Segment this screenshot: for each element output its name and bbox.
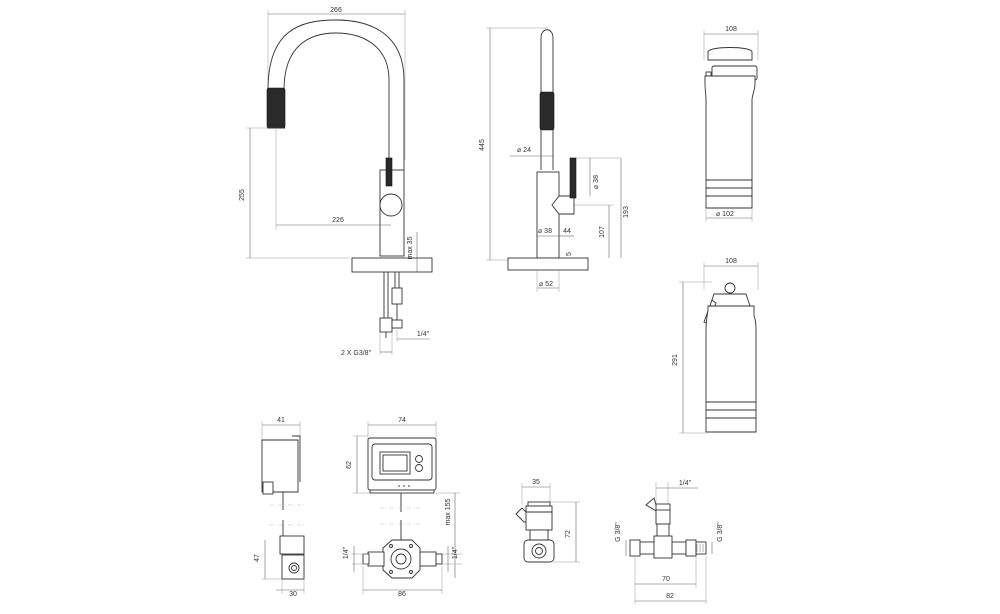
handle-dia-label: ⌀ 38 [593, 175, 600, 189]
tee-left-label: G 3/8" [615, 522, 622, 542]
faucet-front-view: 266 255 226 max 35 [239, 7, 433, 357]
base-dia-label: ⌀ 52 [539, 281, 553, 288]
filter-dia-label: ⌀ 102 [716, 211, 734, 218]
max-len-label: max 155 [445, 498, 452, 525]
control-box-front-view: 74 62 max 155 [343, 417, 462, 598]
faucet-reach-label: 226 [332, 217, 344, 224]
filter-top-width-label: 108 [725, 26, 737, 33]
faucet-width-label: 266 [330, 7, 342, 14]
faucet-height-label: 255 [239, 189, 246, 201]
faucet-side-view: 445 ⌀ 24 ⌀ 38 193 107 ⌀ 38 44 5 ⌀ 52 [479, 27, 630, 292]
box-front-height-label: 62 [346, 461, 353, 469]
side-grip [539, 91, 555, 131]
small-connection-label: 1/4" [417, 331, 430, 338]
offset-label: 44 [563, 228, 571, 235]
side-deck-plate [507, 257, 589, 271]
box-front-bottom-label: 86 [398, 591, 406, 598]
right-port-label: 1/4" [452, 546, 459, 559]
side-height-label: 445 [479, 139, 486, 151]
valve-view: 35 72 [515, 479, 580, 563]
h193-label: 193 [623, 206, 630, 218]
deck-plate [351, 257, 433, 273]
filter-bottom-width-label: 108 [725, 258, 737, 265]
filter-top-view: 108 ⌀ 102 [703, 26, 759, 222]
box-side-width-label: 41 [277, 417, 285, 424]
box-front-width-label: 74 [398, 417, 406, 424]
connections-label: 2 X G3/8" [341, 350, 372, 357]
tee-top-label: 1/4" [679, 480, 692, 487]
control-box-side-view: 41 47 30 [254, 417, 305, 598]
box-side-height-label: 47 [254, 554, 261, 562]
tee-outer-label: 82 [666, 593, 674, 600]
tee-inner-label: 70 [662, 576, 670, 583]
valve-height-label: 72 [565, 530, 572, 538]
base-thick-label: 5 [566, 252, 573, 256]
up-button [415, 455, 423, 463]
box-side-bottom-label: 30 [289, 591, 297, 598]
left-port-label: 1/4" [343, 546, 350, 559]
filter-side-view: 108 291 [672, 258, 759, 434]
valve-width-label: 35 [532, 479, 540, 486]
filter-height-label: 291 [672, 354, 679, 366]
spout-grip [266, 87, 286, 129]
display-screen [379, 451, 411, 475]
max-thickness-label: max 35 [407, 236, 414, 259]
down-button [415, 464, 423, 472]
body-dia-label: ⌀ 38 [538, 228, 552, 235]
spout-dia-label: ⌀ 24 [517, 147, 531, 154]
tee-fitting-view: 1/4" G 3/8" G 3/8" 70 82 [615, 480, 724, 604]
tee-right-label: G 3/8" [717, 522, 724, 542]
h107-label: 107 [599, 226, 606, 238]
